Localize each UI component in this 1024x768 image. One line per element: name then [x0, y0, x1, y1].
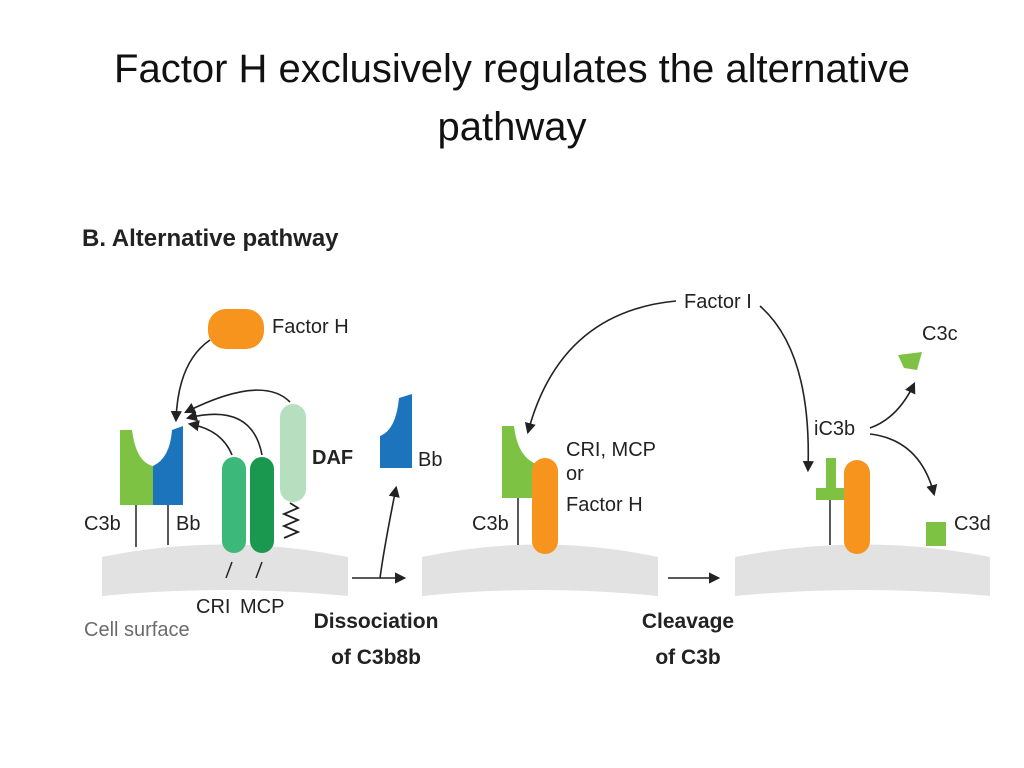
arrow-daf-to-bb — [183, 389, 291, 414]
arrow-bb-release — [379, 485, 400, 579]
c3c-label: C3c — [922, 323, 958, 345]
c3c-fragment — [898, 352, 922, 370]
arrow-cri-to-bb — [187, 420, 233, 456]
step1-label-line2: of C3b8b — [331, 646, 421, 669]
c3b-label-1: C3b — [84, 513, 121, 535]
ic3b-fragment — [816, 458, 846, 500]
bb-protein — [153, 426, 183, 505]
c3b-protein-2 — [502, 426, 540, 498]
arrow-mcp-to-bb — [185, 410, 263, 456]
daf-anchor — [281, 502, 301, 539]
mcp-protein — [250, 457, 274, 553]
c3d-fragment — [926, 522, 946, 546]
c3b-protein — [120, 430, 153, 505]
cell-membrane-1 — [102, 544, 348, 596]
arrow-to-c3c — [869, 381, 916, 429]
arrow-to-c3d — [869, 433, 938, 497]
mcp-label: MCP — [240, 596, 284, 618]
bb-label-1: Bb — [176, 513, 200, 535]
free-bb-protein — [380, 394, 412, 468]
mcp-leader — [255, 561, 263, 579]
cell-membrane-2 — [422, 544, 658, 596]
daf-label: DAF — [312, 447, 353, 469]
cofactor-label-line3: Factor H — [566, 494, 643, 516]
panel-heading: B. Alternative pathway — [82, 225, 339, 252]
slide-title: Factor H exclusively regulates the alter… — [114, 47, 910, 149]
arrow-factor-i-to-ic3b — [759, 305, 814, 473]
cri-leader — [225, 561, 233, 579]
ic3b-label: iC3b — [814, 418, 855, 440]
c3d-label: C3d — [954, 513, 991, 535]
cell-surface-label: Cell surface — [84, 619, 190, 641]
cell-membrane-3 — [735, 544, 990, 596]
step1-label-line1: Dissociation — [314, 610, 439, 633]
cofactor-label-line1: CRI, MCP — [566, 439, 656, 461]
cri-protein — [222, 457, 246, 553]
cofactor-label-line2: or — [566, 463, 584, 485]
step2-label-line1: Cleavage — [642, 610, 734, 633]
daf-protein — [280, 404, 306, 502]
factor-h-label: Factor H — [272, 316, 349, 338]
c3b-label-2: C3b — [472, 513, 509, 535]
cri-label: CRI — [196, 596, 230, 618]
cofactor-protein-2 — [844, 460, 870, 554]
cofactor-protein — [532, 458, 558, 554]
arrow-factor-i-to-c3b — [524, 300, 677, 435]
arrow-factor-h-to-bb — [170, 339, 211, 423]
free-bb-label: Bb — [418, 449, 442, 471]
factor-h-protein — [208, 309, 264, 349]
factor-i-label: Factor I — [684, 291, 752, 313]
step2-label-line2: of C3b — [655, 646, 720, 669]
